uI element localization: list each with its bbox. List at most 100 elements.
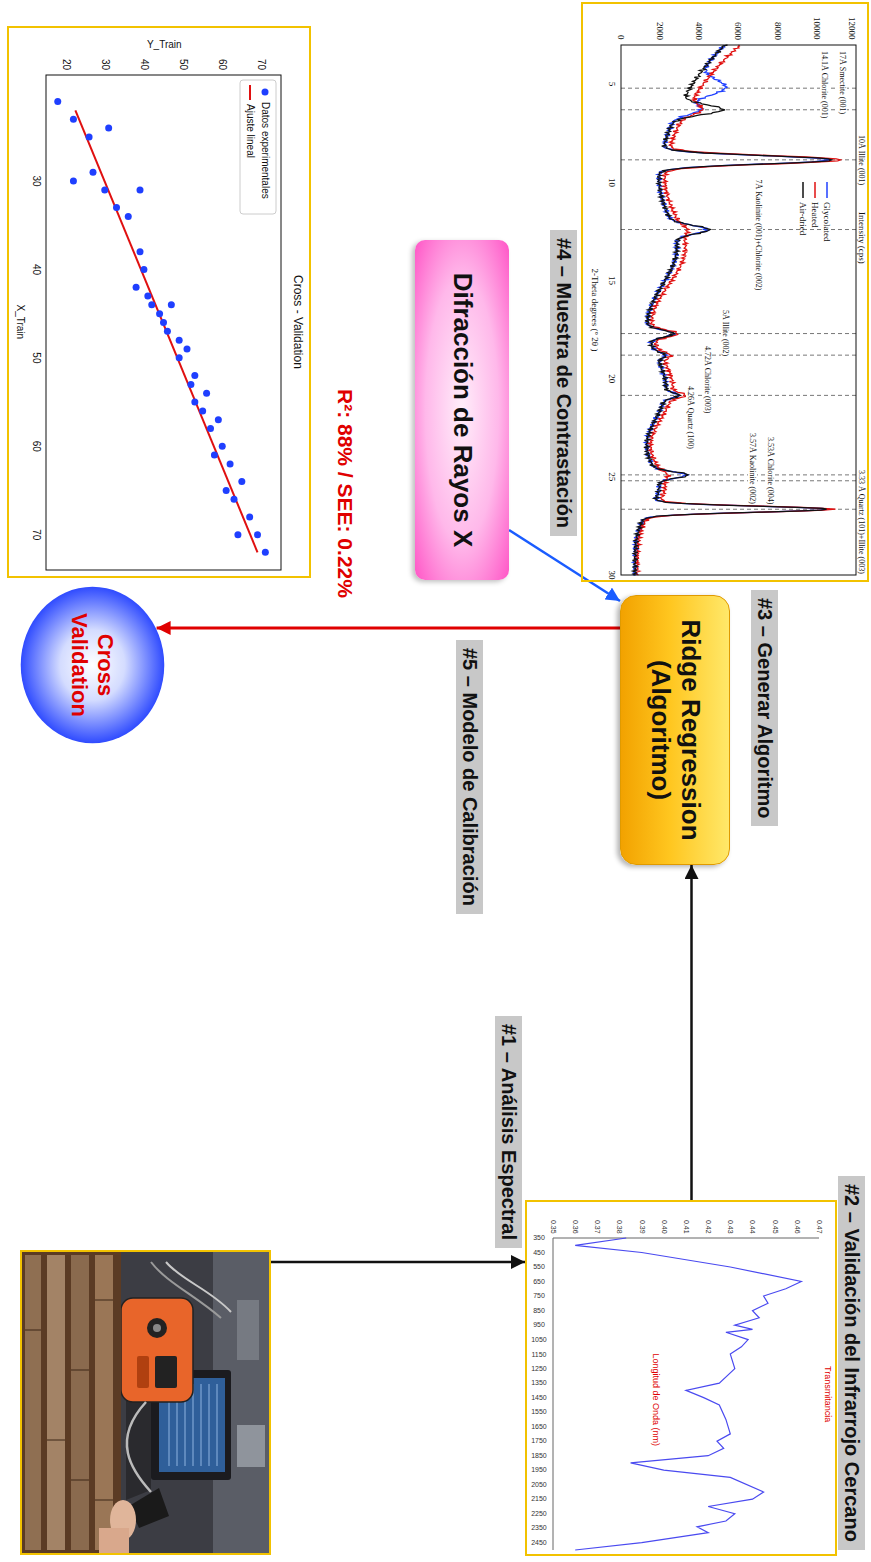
- method-box: Difracción de Rayos X: [415, 240, 509, 580]
- data-point: [125, 213, 132, 220]
- legend-sample: [802, 182, 804, 198]
- data-point: [227, 460, 234, 467]
- tick-label: 0.43: [726, 1220, 734, 1234]
- xrd-curve: [633, 45, 832, 575]
- chart-ground: [525, 1200, 837, 1556]
- data-point: [168, 301, 175, 308]
- data-point: [164, 328, 171, 335]
- peak-label: 4.26Å Quartz (100): [686, 385, 695, 450]
- data-point: [176, 354, 183, 361]
- tick-label: 0.42: [704, 1220, 712, 1234]
- peak-line: [621, 480, 856, 481]
- peak-label: 14.1Å Chlorite (001): [820, 50, 829, 119]
- step-heading: #2 – Validación del Infrarrojo Cercano: [839, 1176, 866, 1550]
- fit-line: [75, 110, 257, 552]
- data-point: [184, 346, 191, 353]
- axis-title: Transmitancia: [823, 1366, 833, 1422]
- tick-label: 20: [607, 374, 617, 383]
- axis-title: Longitud de Onda (nm): [651, 1352, 661, 1449]
- box-label: Ridge Regression (Algoritmo): [645, 609, 705, 851]
- tick-label: 5: [607, 82, 617, 87]
- data-point: [234, 531, 241, 538]
- chart-title: Cross - Validation: [290, 275, 304, 369]
- tick-label: 450: [533, 1248, 545, 1256]
- tick-label: 2150: [531, 1495, 547, 1503]
- data-point: [187, 381, 194, 388]
- step-heading: #1 – Análisis Espectral: [496, 1016, 523, 1248]
- legend-text: Glycolated: [822, 202, 832, 242]
- tick-label: 950: [533, 1321, 545, 1329]
- data-point: [105, 125, 112, 132]
- peak-line: [621, 474, 856, 475]
- peak-label: 3.57Å Kaolinite (002): [748, 432, 757, 505]
- data-point: [54, 98, 61, 105]
- peak-line: [621, 229, 856, 230]
- data-point: [113, 204, 120, 211]
- tick-label: 2450: [531, 1539, 547, 1547]
- step-heading: #5 – Modelo de Calibración: [457, 640, 484, 914]
- legend-samples: [803, 182, 827, 198]
- tick-label: 0.41: [682, 1220, 690, 1234]
- data-point: [191, 399, 198, 406]
- tick-label: 10: [607, 178, 617, 187]
- box-label: Difracción de Rayos X: [447, 273, 477, 548]
- flow-arrow: [271, 1261, 525, 1264]
- data-point: [86, 133, 93, 140]
- legend-box: [240, 80, 276, 214]
- data-point: [254, 531, 261, 538]
- tick-label: 0.38: [615, 1220, 623, 1234]
- tick-label: 70: [256, 59, 268, 70]
- tick-label: 1650: [531, 1422, 547, 1430]
- peak-line: [621, 395, 856, 396]
- legend-text: Heated: [810, 202, 820, 227]
- tick-label: 15: [607, 276, 617, 285]
- tick-label: 2250: [531, 1509, 547, 1517]
- tick-label: 50: [178, 59, 190, 70]
- tick-label: 4000: [694, 22, 704, 40]
- step-heading: #3 – Generar Algoritmo: [752, 590, 779, 826]
- plot-frame: [621, 45, 856, 575]
- tick-label: 1250: [531, 1364, 547, 1372]
- data-point: [148, 301, 155, 308]
- tick-label: 550: [533, 1263, 545, 1271]
- peak-label: 3.33 Å Quartz (101)+Illite (003): [857, 469, 866, 575]
- data-point: [101, 186, 108, 193]
- legend-sample: [826, 182, 828, 198]
- flow-arrow: [690, 865, 693, 1200]
- ellipse-outline: [21, 587, 165, 743]
- photo-frame: #1 – Análisis Espectral: [20, 1250, 271, 1555]
- tick-label: 1750: [531, 1437, 547, 1445]
- axis-title: X_Train: [15, 305, 27, 340]
- peak-label: 3.53Å Chlorite (004): [766, 436, 775, 505]
- scatter-points: [54, 98, 269, 556]
- data-point: [203, 390, 210, 397]
- tick-label: 0: [616, 35, 626, 40]
- tick-label: 70: [31, 529, 43, 540]
- data-point: [246, 513, 253, 520]
- data-point: [90, 169, 97, 176]
- validation-ellipse: Cross Validation: [20, 586, 165, 744]
- tick-label: 20: [60, 59, 72, 70]
- step-heading: #4 – Muestra de Contrastación: [551, 230, 578, 536]
- data-point: [137, 248, 144, 255]
- data-point: [211, 452, 218, 459]
- tick-label: 650: [533, 1277, 545, 1285]
- tick-label: 1150: [531, 1350, 546, 1358]
- tick-label: 0.40: [660, 1220, 668, 1234]
- tick-label: 1450: [531, 1393, 547, 1401]
- tick-label: 50: [31, 352, 43, 363]
- peak-label: 10Å Illite (001): [857, 134, 866, 186]
- tick-label: 0.46: [793, 1220, 801, 1234]
- peak-label: 4.72Å Chlorite (003): [703, 345, 712, 414]
- peak-line: [621, 159, 856, 160]
- data-point: [207, 425, 214, 432]
- legend-text: Air-dried: [798, 202, 808, 235]
- tick-label: 1850: [531, 1451, 547, 1459]
- metric-label: R²: 88% / SEE: 0.22%: [333, 389, 357, 598]
- tick-label: 0.39: [638, 1220, 646, 1234]
- data-point: [140, 266, 147, 273]
- xrd-curve: [634, 45, 840, 575]
- tick-label: 40: [138, 59, 150, 70]
